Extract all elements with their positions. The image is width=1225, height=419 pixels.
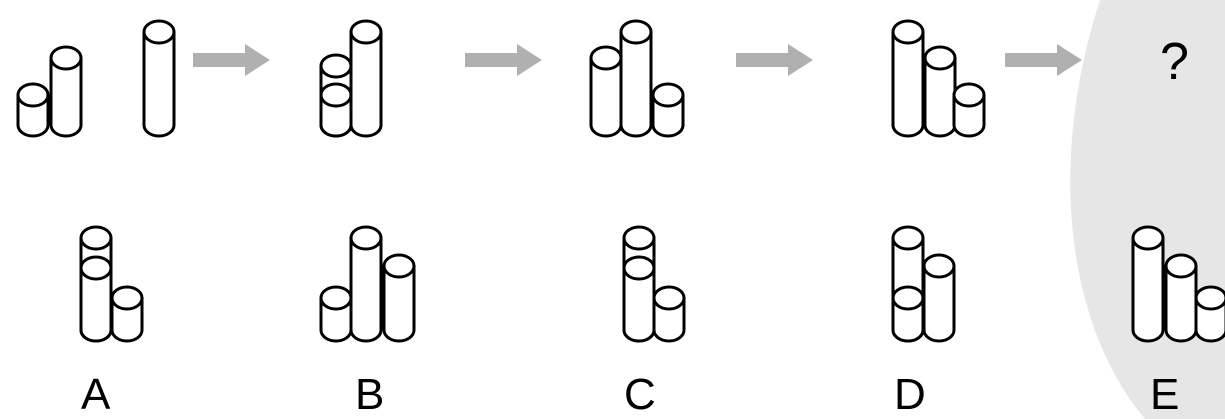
cylinder-top xyxy=(319,82,353,108)
arrow-3 xyxy=(736,44,813,76)
arrow-1 xyxy=(193,44,270,76)
cylinder-body xyxy=(1131,236,1165,343)
cylinder-top xyxy=(349,19,383,45)
cylinder-top xyxy=(349,225,383,251)
cylinder-top xyxy=(79,255,113,281)
figure-option-c xyxy=(622,225,686,343)
arrow-4 xyxy=(1005,44,1082,76)
figure-option-a xyxy=(79,225,144,343)
cylinder-top xyxy=(619,19,653,45)
cylinder-top xyxy=(319,53,353,79)
cylinder-top xyxy=(622,225,656,251)
cylinder-top xyxy=(622,255,656,281)
figure-step-3 xyxy=(589,19,685,138)
figure-option-d xyxy=(891,225,956,343)
question-mark: ? xyxy=(1160,33,1189,91)
cylinder-top xyxy=(651,82,685,108)
cylinder-body xyxy=(891,30,925,138)
cylinder-top xyxy=(1194,285,1225,311)
cylinder-top xyxy=(589,45,623,71)
cylinder-body xyxy=(619,30,653,138)
figure-step-1a xyxy=(16,45,83,138)
cylinder-top xyxy=(79,225,113,251)
cylinder-body xyxy=(349,30,383,138)
cylinder-top xyxy=(1131,225,1165,251)
figure-step-2 xyxy=(319,19,383,138)
cylinder-top xyxy=(110,285,144,311)
cylinder-top xyxy=(922,253,956,279)
background-swoosh xyxy=(1070,0,1225,419)
option-label-a[interactable]: A xyxy=(81,370,111,419)
option-label-e[interactable]: E xyxy=(1150,370,1180,419)
figure-option-e xyxy=(1131,225,1225,343)
figure-step-4 xyxy=(891,19,986,138)
option-label-c[interactable]: C xyxy=(624,370,656,419)
cylinder-body xyxy=(49,56,83,138)
cylinder-top xyxy=(16,82,50,108)
cylinder-top xyxy=(1164,253,1198,279)
cylinder-top xyxy=(652,285,686,311)
option-label-d[interactable]: D xyxy=(894,370,926,419)
cylinder-top xyxy=(891,225,925,251)
cylinder-top xyxy=(142,19,176,45)
cylinder-top xyxy=(319,285,353,311)
cylinder-top xyxy=(891,285,925,311)
cylinder-top xyxy=(952,82,986,108)
option-label-b[interactable]: B xyxy=(355,370,385,419)
cylinder-body xyxy=(142,30,176,138)
cylinder-body xyxy=(349,236,383,343)
cylinder-body xyxy=(922,264,956,343)
cylinder-top xyxy=(891,19,925,45)
cylinder-top xyxy=(923,45,957,71)
cylinder-body xyxy=(382,264,416,343)
cylinder-body xyxy=(589,56,623,138)
arrow-2 xyxy=(465,44,542,76)
cylinder-top xyxy=(382,253,416,279)
figure-option-b xyxy=(319,225,416,343)
cylinder-top xyxy=(49,45,83,71)
figure-step-1b xyxy=(142,19,176,138)
